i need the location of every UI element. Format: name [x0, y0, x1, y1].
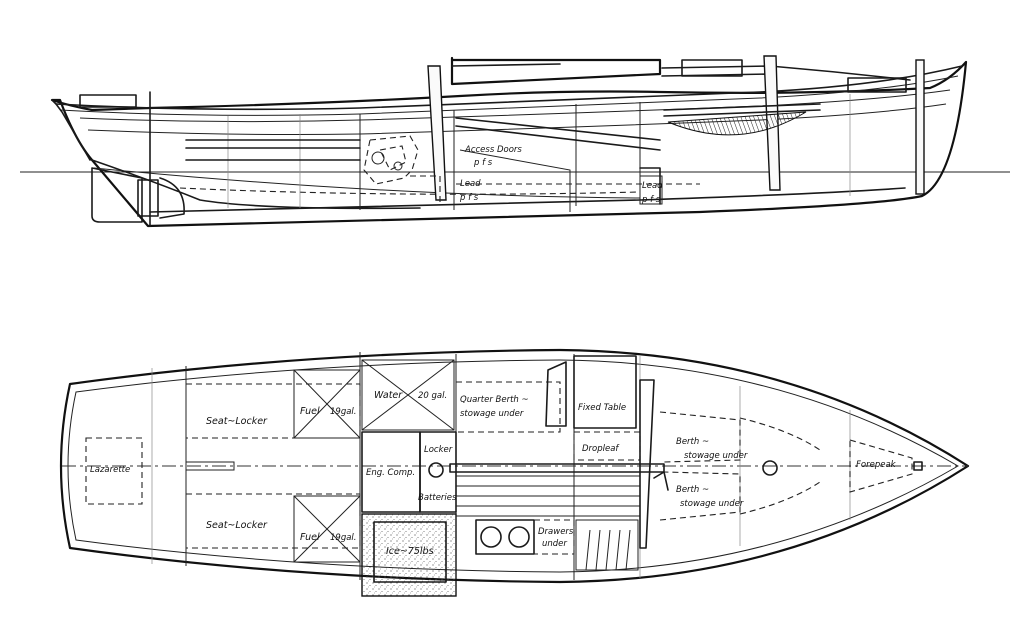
label-access-doors: Access Doors [464, 145, 522, 155]
label-seat-locker-lower: Seat~Locker [206, 520, 268, 531]
engine [363, 135, 441, 206]
fixed-table [573, 355, 637, 429]
water-tank [361, 359, 455, 431]
label-locker: Locker [424, 445, 453, 455]
berth-netting [667, 111, 807, 136]
label-fuel-lower-gal: 19gal. [330, 533, 356, 543]
label-berth-lower-stowage: stowage under [680, 499, 744, 509]
profile-hull [50, 60, 968, 228]
label-eng-comp: Eng. Comp. [366, 468, 415, 478]
label-lazarette: Lazarette [90, 465, 130, 475]
label-water-gal: 20 gal. [418, 391, 447, 401]
mast-step [762, 460, 778, 476]
label-dropleaf: Dropleaf [582, 444, 620, 454]
label-pfs-1: p f s [473, 158, 493, 168]
chart-drawers [575, 519, 639, 571]
engine-shaft-circle [428, 462, 444, 478]
label-fixed-table: Fixed Table [578, 403, 626, 413]
label-quarter-berth: Quarter Berth ~ [460, 395, 529, 405]
label-pfs-2: p f s [459, 193, 479, 203]
label-water: Water [374, 390, 403, 401]
label-batteries: Batteries [418, 493, 457, 503]
cabin-sole [456, 475, 640, 517]
label-fuel-upper-gal: 19gal. [330, 407, 356, 417]
rudder [91, 167, 143, 223]
label-seat-locker-upper: Seat~Locker [206, 416, 268, 427]
label-lead-1: Lead [460, 179, 481, 189]
lazarette [85, 437, 143, 505]
label-drawers-under: under [542, 539, 567, 549]
label-pfs-3: p f s [641, 195, 661, 205]
label-forepeak: Forepeak [856, 460, 897, 470]
label-quarter-berth-stowage: stowage under [460, 409, 524, 419]
plan-hull [59, 348, 970, 584]
cabin-house [450, 56, 662, 86]
fuel-tank-lower [293, 495, 361, 563]
label-fuel-lower: Fuel [300, 532, 320, 543]
stove [475, 519, 535, 555]
fuel-tank-upper [293, 369, 361, 439]
label-berth-upper: Berth ~ [676, 437, 709, 447]
mast-fore [915, 59, 925, 195]
label-lead-2: Lead [642, 181, 663, 191]
label-fuel-upper: Fuel [300, 406, 320, 417]
label-drawers: Drawers [538, 527, 574, 537]
label-berth-lower: Berth ~ [676, 485, 709, 495]
profile-view: Access Doors p f s Lead p f s Lead p f s [20, 55, 1010, 228]
label-ice: Ice~75lbs [386, 546, 434, 557]
mast-main [427, 65, 447, 201]
forepeak [849, 439, 913, 493]
label-berth-upper-stowage: stowage under [684, 451, 748, 461]
plan-view: Lazarette Seat~Locker Seat~Locker Fuel 1… [59, 348, 970, 597]
